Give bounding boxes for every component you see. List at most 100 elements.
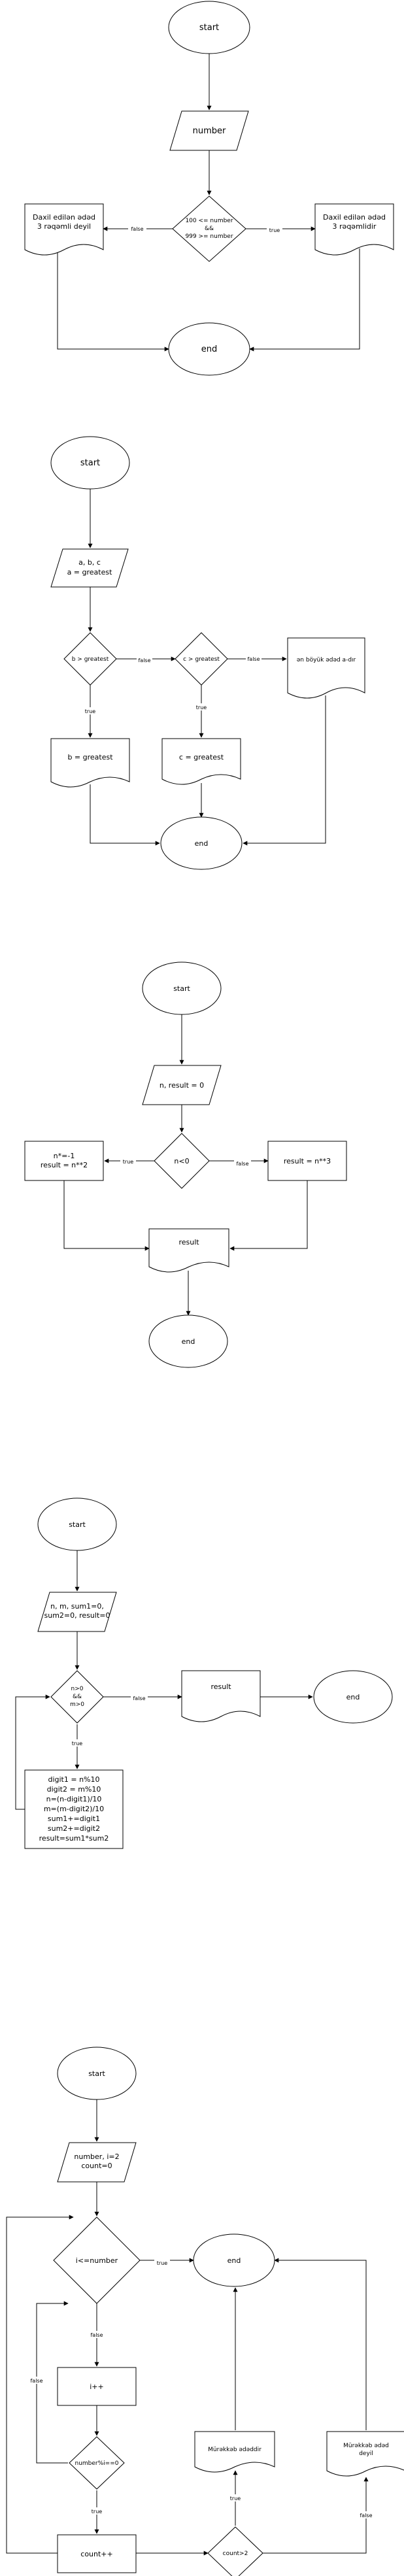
end-label: end bbox=[227, 2256, 241, 2265]
decision-line-2: && bbox=[73, 1694, 82, 1700]
edge-label-false: false bbox=[131, 226, 143, 232]
process-line-6: sum2+=digit2 bbox=[48, 1824, 100, 1833]
edge-label-bg bbox=[234, 1160, 251, 1167]
decision-b-label: b > greatest bbox=[72, 656, 109, 663]
edge-label-false2: false bbox=[247, 656, 260, 662]
doc-not-3-digit-line-1: Daxil edilən ədəd bbox=[33, 213, 95, 222]
doc-not-composite-line-2: deyil bbox=[359, 2451, 373, 2457]
process-line-4: m=(m-digit2)/10 bbox=[44, 1805, 104, 1813]
edge-label-bg bbox=[227, 2494, 243, 2501]
doc-result bbox=[181, 1670, 261, 1722]
doc-a-label: ən böyük ədəd a-dır bbox=[297, 657, 356, 663]
decision-line-2: && bbox=[205, 226, 214, 232]
end-node bbox=[313, 1670, 393, 1724]
input-line-2: count=0 bbox=[81, 2162, 112, 2170]
process-increment-count bbox=[57, 2534, 137, 2573]
edge-label-bg bbox=[120, 1158, 136, 1165]
process-digit-ops bbox=[24, 1769, 124, 1849]
doc-composite bbox=[194, 2431, 275, 2473]
input-line-2: sum2=0, result=0 bbox=[44, 1611, 110, 1620]
doc-result-label: result bbox=[210, 1682, 231, 1691]
start-label: start bbox=[88, 2069, 105, 2078]
flowchart-digit-sum-product: false true start n, m, sum1=0, sum2=0, r… bbox=[15, 1497, 393, 1849]
decision-label: n<0 bbox=[174, 1157, 189, 1165]
decision-node bbox=[50, 1670, 104, 1724]
edge-label-bg bbox=[88, 2331, 105, 2338]
input-line-1: a, b, c bbox=[78, 558, 101, 567]
doc-not-3-digit bbox=[24, 203, 104, 256]
end-label: end bbox=[201, 344, 218, 354]
input-node bbox=[169, 110, 249, 151]
start-node bbox=[37, 1497, 117, 1551]
edge-label-true: true bbox=[72, 1741, 82, 1747]
edge-label-bg bbox=[194, 703, 209, 711]
edge-label-bg bbox=[89, 2507, 105, 2515]
edge-label-true: true bbox=[123, 1159, 133, 1165]
start-label: start bbox=[80, 458, 100, 468]
edge-not-to-end bbox=[274, 2258, 367, 2430]
doc-b-label: b = greatest bbox=[67, 753, 113, 761]
edge-label-false3: false bbox=[360, 2513, 372, 2518]
input-line-1: n, m, sum1=0, bbox=[50, 1602, 104, 1611]
edge-label-bg bbox=[82, 707, 98, 714]
edge-label-bg bbox=[131, 1694, 148, 1701]
input-line-2: a = greatest bbox=[67, 568, 113, 577]
process-i-label: i++ bbox=[90, 2383, 104, 2391]
input-label: number bbox=[193, 126, 226, 136]
start-label: start bbox=[199, 23, 219, 33]
process-left-line-2: result = n**2 bbox=[41, 1161, 88, 1169]
decision-line-3: 999 >= number bbox=[185, 233, 233, 240]
edge-label-bg bbox=[28, 2377, 45, 2384]
edge-label-false2: false bbox=[30, 2378, 42, 2384]
input-line-1: number, i=2 bbox=[74, 2152, 119, 2161]
edge-label-false: false bbox=[133, 1696, 145, 1701]
doc-not-composite bbox=[326, 2431, 404, 2477]
input-node bbox=[57, 2142, 137, 2183]
edge-label-true1: true bbox=[85, 709, 95, 714]
decision-c-greatest bbox=[175, 632, 228, 686]
doc-not-3-digit-line-2: 3 rəqəmli deyil bbox=[37, 222, 91, 231]
edge-label-true1: true bbox=[157, 2260, 167, 2266]
process-line-5: sum1+=digit1 bbox=[48, 1815, 100, 1823]
process-negate-square bbox=[24, 1141, 104, 1181]
edge-label-false: false bbox=[236, 1161, 248, 1167]
edge-label-bg bbox=[69, 1739, 85, 1747]
edge-true-to-end bbox=[249, 248, 360, 352]
doc-is-3-digit-line-2: 3 rəqəmlidir bbox=[333, 222, 377, 231]
edge-out-to-end bbox=[243, 695, 326, 846]
decision-line-1: n>0 bbox=[71, 1686, 84, 1692]
decision-count-gt-2 bbox=[207, 2526, 263, 2576]
end-label: end bbox=[195, 839, 209, 848]
edge-false-to-end bbox=[57, 248, 169, 352]
doc-is-3-digit bbox=[314, 203, 394, 256]
edge-right-to-result bbox=[229, 1180, 308, 1251]
start-node bbox=[50, 436, 130, 490]
edge-label-bg bbox=[246, 655, 261, 662]
edge-label-true3: true bbox=[230, 2496, 241, 2501]
doc-is-3-digit-line-1: Daxil edilən ədəd bbox=[323, 213, 386, 222]
edge-label-true: true bbox=[269, 227, 280, 233]
end-label: end bbox=[346, 1693, 360, 1701]
flowchart-sign-power: true false start n, result = 0 n<0 n*=-1… bbox=[24, 962, 347, 1368]
doc-result-label: result bbox=[178, 1238, 199, 1246]
start-label: start bbox=[173, 984, 190, 993]
decision-c-label: c > greatest bbox=[183, 656, 220, 663]
doc-a-greatest bbox=[287, 637, 365, 699]
process-line-7: result=sum1*sum2 bbox=[39, 1834, 109, 1843]
edge-label-bg bbox=[267, 225, 282, 233]
decision-node bbox=[154, 1133, 210, 1189]
decision-divisible bbox=[69, 2436, 125, 2490]
edge-label-bg bbox=[128, 225, 146, 233]
edge-label-bg bbox=[358, 2511, 375, 2518]
decision-1-label: i<=number bbox=[76, 2256, 118, 2265]
flowchart-greatest-of-three: false false true true start a, b, c a = … bbox=[50, 436, 365, 870]
doc-not-composite-line-1: Mürəkkəb ədəd bbox=[343, 2443, 389, 2449]
doc-result bbox=[148, 1228, 229, 1273]
flowchart-3-digit-check: false true start number 100 <= number &&… bbox=[24, 1, 394, 376]
edge-left-to-result bbox=[63, 1180, 150, 1251]
input-node bbox=[142, 1065, 222, 1105]
doc-c-label: c = greatest bbox=[179, 753, 224, 761]
input-node bbox=[50, 548, 129, 588]
edge-label-bg bbox=[137, 656, 152, 663]
